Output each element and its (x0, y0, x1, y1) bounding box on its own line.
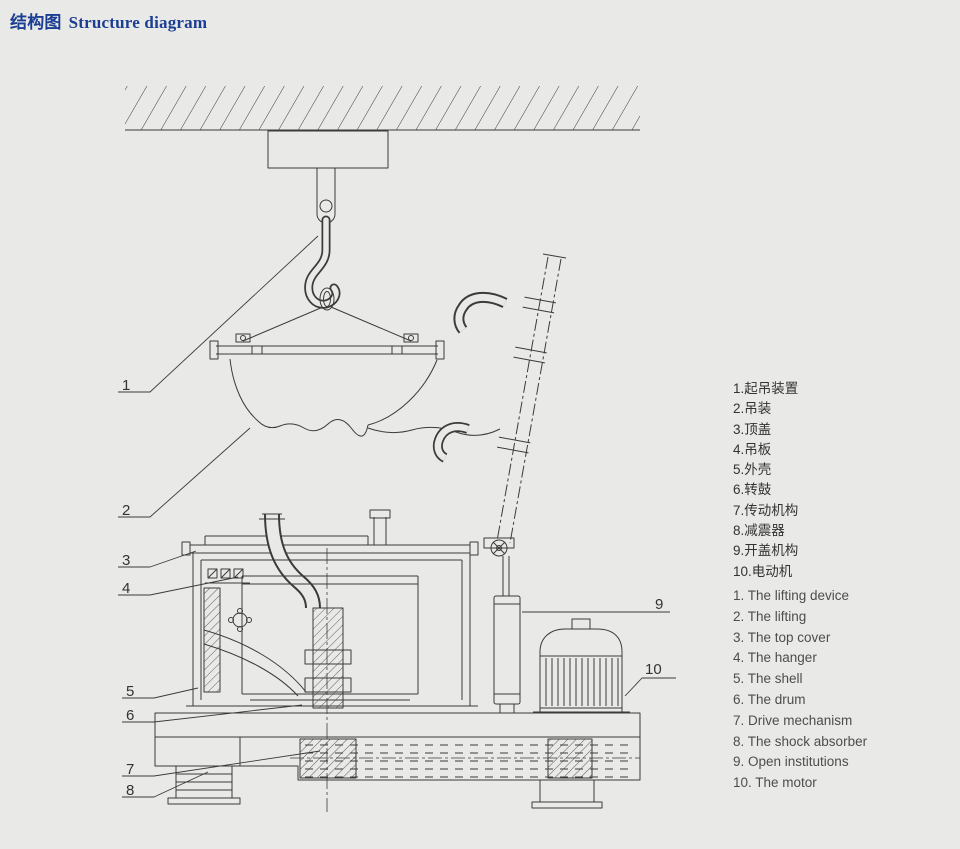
callout-3: 3 (122, 552, 130, 569)
motor (533, 618, 630, 713)
ceiling-hatch (125, 86, 640, 131)
leader-4 (118, 576, 239, 596)
leader-2 (118, 427, 251, 518)
callouts: 1 2 3 4 5 6 7 8 9 10 (118, 235, 676, 799)
leader-10 (624, 677, 676, 697)
legend-zh-item-2: 2.吊装 (733, 401, 772, 417)
leader-6 (122, 704, 303, 723)
callout-7: 7 (126, 761, 134, 778)
mount-bracket (267, 130, 389, 169)
leader-1 (118, 235, 319, 393)
legend-zh-item-3: 3.顶盖 (733, 421, 772, 437)
page-title-en: Structure diagram (68, 13, 208, 32)
legend-zh-item-7: 7.传动机构 (733, 502, 799, 518)
main-shaft (304, 607, 352, 709)
legend-en-item-4: 4. The hanger (733, 650, 817, 666)
legend-zh-item-9: 9.开盖机构 (733, 543, 799, 559)
legend-en-item-10: 10. The motor (733, 775, 817, 791)
callout-4: 4 (122, 580, 130, 597)
page-title: 结构图 Structure diagram (10, 8, 207, 33)
legend-en-item-9: 9. Open institutions (733, 754, 849, 770)
leader-7 (122, 750, 321, 777)
legend-en-item-1: 1. The lifting device (733, 587, 850, 603)
callout-6: 6 (126, 707, 134, 724)
legend-en-item-5: 5. The shell (733, 671, 803, 687)
bearing (228, 608, 252, 632)
right-foot (531, 779, 603, 809)
base-frame (154, 712, 641, 809)
legend-en-item-2: 2. The lifting (733, 608, 807, 624)
leader-5 (122, 687, 199, 699)
legend-english: 1. The lifting device 2. The lifting 3. … (733, 586, 867, 794)
elbow-pipe-lower (432, 422, 470, 463)
callout-1: 1 (122, 377, 130, 394)
drum (241, 575, 419, 701)
sling-and-spreader (209, 306, 445, 360)
callout-5: 5 (126, 683, 134, 700)
legend-en-item-7: 7. Drive mechanism (733, 712, 853, 728)
lift-cylinder (493, 556, 521, 714)
parts-legend: 1.起吊装置 2.吊装 3.顶盖 4.吊板 5.外壳 6.转鼓 7.传动机构 8… (733, 379, 867, 794)
callout-9: 9 (655, 596, 663, 613)
elbow-pipe-upper (453, 291, 508, 334)
legend-en-item-8: 8. The shock absorber (733, 733, 868, 749)
shock-absorber-foot (167, 765, 241, 805)
suspended-top-cover (229, 358, 501, 437)
drive-pulleys (290, 738, 640, 779)
leader-8 (122, 771, 209, 798)
machine-body (181, 509, 479, 812)
legend-zh-item-6: 6.转鼓 (733, 482, 772, 498)
legend-zh-item-5: 5.外壳 (733, 462, 772, 478)
lifting-device (304, 167, 341, 311)
cover-opening-mechanism (432, 253, 567, 714)
legend-zh-item-4: 4.吊板 (733, 441, 772, 457)
legend-zh-item-8: 8.减震器 (733, 523, 785, 539)
legend-en-item-3: 3. The top cover (733, 629, 831, 645)
callout-10: 10 (645, 661, 662, 678)
legend-zh-item-10: 10.电动机 (733, 563, 793, 579)
legend-en-item-6: 6. The drum (733, 691, 806, 707)
legend-chinese: 1.起吊装置 2.吊装 3.顶盖 4.吊板 5.外壳 6.转鼓 7.传动机构 8… (733, 379, 867, 582)
feed-pipe (259, 513, 321, 609)
page-title-zh: 结构图 (10, 13, 62, 32)
callout-2: 2 (122, 502, 130, 519)
leader-3 (118, 550, 197, 568)
callout-8: 8 (126, 782, 134, 799)
legend-zh-item-1: 1.起吊装置 (733, 381, 799, 396)
top-nozzle (369, 509, 391, 545)
motor-fins (545, 658, 619, 706)
